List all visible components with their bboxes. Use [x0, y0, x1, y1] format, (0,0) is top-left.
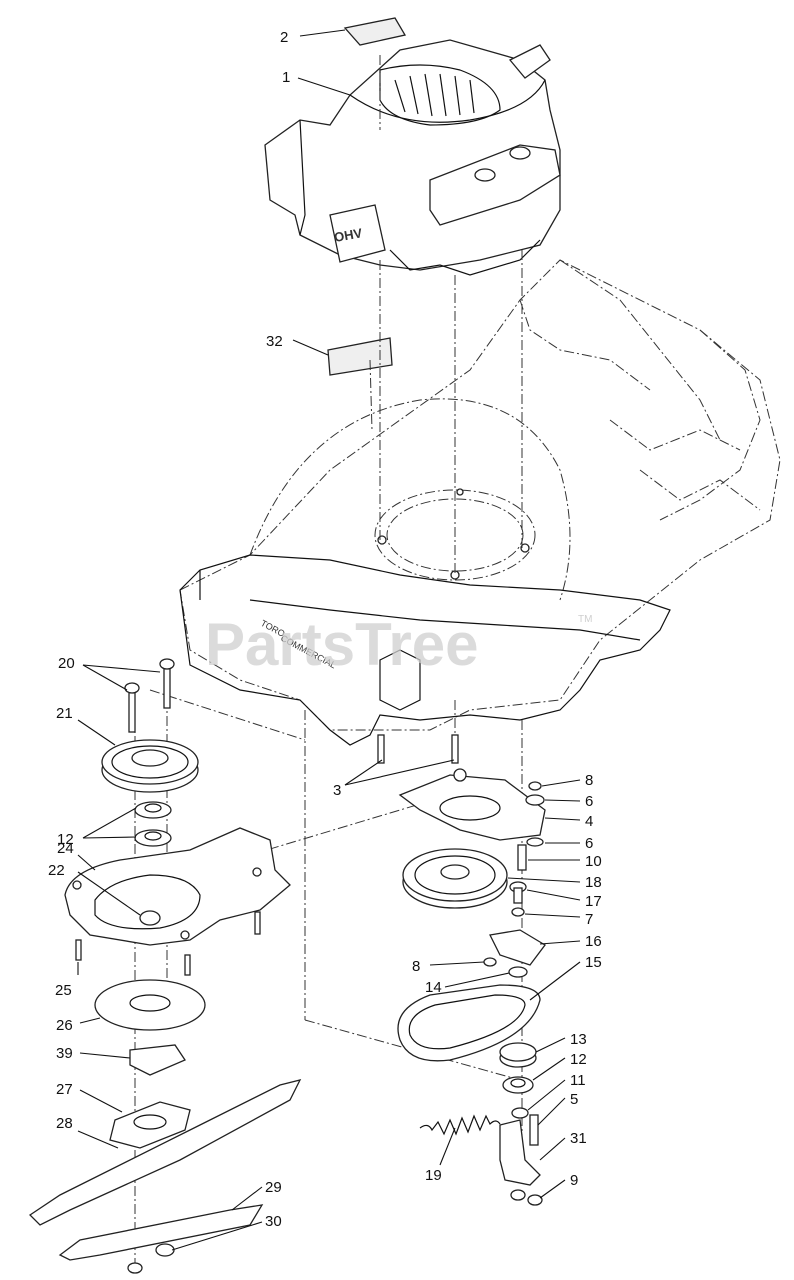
bolt-25-right [254, 911, 261, 935]
bracket-31 [499, 1119, 541, 1186]
shaft-5 [529, 1114, 539, 1146]
bolt-25-left [75, 939, 82, 961]
washer-6-lower [526, 837, 544, 847]
spindle-housing-24 [64, 827, 291, 946]
bolt-20-left [124, 682, 140, 733]
ohv-badge [329, 204, 386, 263]
bearing-12-right [502, 1076, 534, 1094]
callout-6-upper: 6 [585, 793, 593, 810]
callout-13: 13 [570, 1031, 587, 1048]
recoil-starter-grille [394, 73, 475, 117]
spring-19 [419, 1114, 501, 1136]
bolt-10 [517, 844, 527, 871]
callout-4: 4 [585, 813, 593, 830]
callout-25: 25 [55, 982, 72, 999]
v-belt-15 [397, 984, 541, 1062]
nut-8-lower [483, 957, 497, 967]
decal-2 [343, 17, 407, 46]
decal-32 [327, 337, 393, 376]
callout-1: 1 [282, 69, 290, 86]
callout-39: 39 [56, 1045, 73, 1062]
blade-29 [58, 1204, 264, 1261]
callout-11: 11 [570, 1072, 586, 1089]
callout-30: 30 [265, 1213, 282, 1230]
callout-12-right: 12 [570, 1051, 587, 1068]
ohv-badge-text: OHV [333, 225, 364, 245]
callout-27: 27 [56, 1081, 73, 1098]
bearing-12-upper [134, 801, 172, 819]
watermark-trademark: TM [578, 614, 592, 625]
blade-clamp-27 [109, 1101, 191, 1149]
washer-6-upper [525, 794, 545, 806]
callout-6-lower: 6 [585, 835, 593, 852]
callout-31: 31 [570, 1130, 587, 1147]
callout-20: 20 [58, 655, 75, 672]
blade-28 [28, 1079, 302, 1226]
washer-14 [508, 966, 528, 978]
callout-7: 7 [585, 911, 593, 928]
nut-9-left [510, 1189, 526, 1201]
idler-pulley-18 [402, 848, 508, 909]
bracket-16 [489, 929, 546, 966]
callout-14: 14 [425, 979, 442, 996]
idler-bracket-4 [398, 774, 546, 841]
nut-9-right [527, 1194, 543, 1206]
callout-10: 10 [585, 853, 602, 870]
nut-22 [139, 910, 161, 926]
partstree-watermark: PartsTree [205, 611, 479, 678]
bolt-20-right [159, 658, 175, 709]
callout-19: 19 [425, 1167, 442, 1184]
leader-lines [77, 29, 581, 1251]
callout-26: 26 [56, 1017, 73, 1034]
air-filter-cover [429, 144, 561, 226]
washer-7 [511, 907, 525, 917]
spacer-13 [499, 1042, 537, 1068]
callout-3: 3 [333, 782, 341, 799]
callout-21: 21 [56, 705, 73, 722]
callout-18: 18 [585, 874, 602, 891]
deck-front-panel [179, 488, 671, 746]
callout-labels: 2 1 32 20 21 12 24 22 25 26 39 27 28 29 … [48, 29, 602, 1230]
callout-8-lower: 8 [412, 958, 420, 975]
pulley-21 [101, 739, 199, 793]
callout-5: 5 [570, 1091, 578, 1108]
callout-17: 17 [585, 893, 602, 910]
callout-16: 16 [585, 933, 602, 950]
callout-8-upper: 8 [585, 772, 593, 789]
callout-28: 28 [56, 1115, 73, 1132]
callout-32: 32 [266, 333, 283, 350]
nut-8-upper [528, 781, 542, 791]
callout-29: 29 [265, 1179, 282, 1196]
engine-assembly: OHV [264, 39, 561, 276]
callout-22: 22 [48, 862, 65, 879]
callout-9: 9 [570, 1172, 578, 1189]
starter-handle [508, 44, 551, 79]
callout-15: 15 [585, 954, 602, 971]
plate-39 [129, 1044, 186, 1076]
bolt-30 [127, 1243, 175, 1274]
bearing-12-lower [134, 829, 172, 847]
bolt-25-center [184, 954, 191, 976]
callout-24: 24 [57, 840, 74, 857]
bolt-3-right [451, 734, 459, 764]
callout-2: 2 [280, 29, 288, 46]
blade-adapter-26 [94, 979, 206, 1031]
callout-12-left: 12 [57, 831, 74, 848]
bolt-3-left [377, 734, 385, 764]
washer-11 [511, 1107, 529, 1119]
